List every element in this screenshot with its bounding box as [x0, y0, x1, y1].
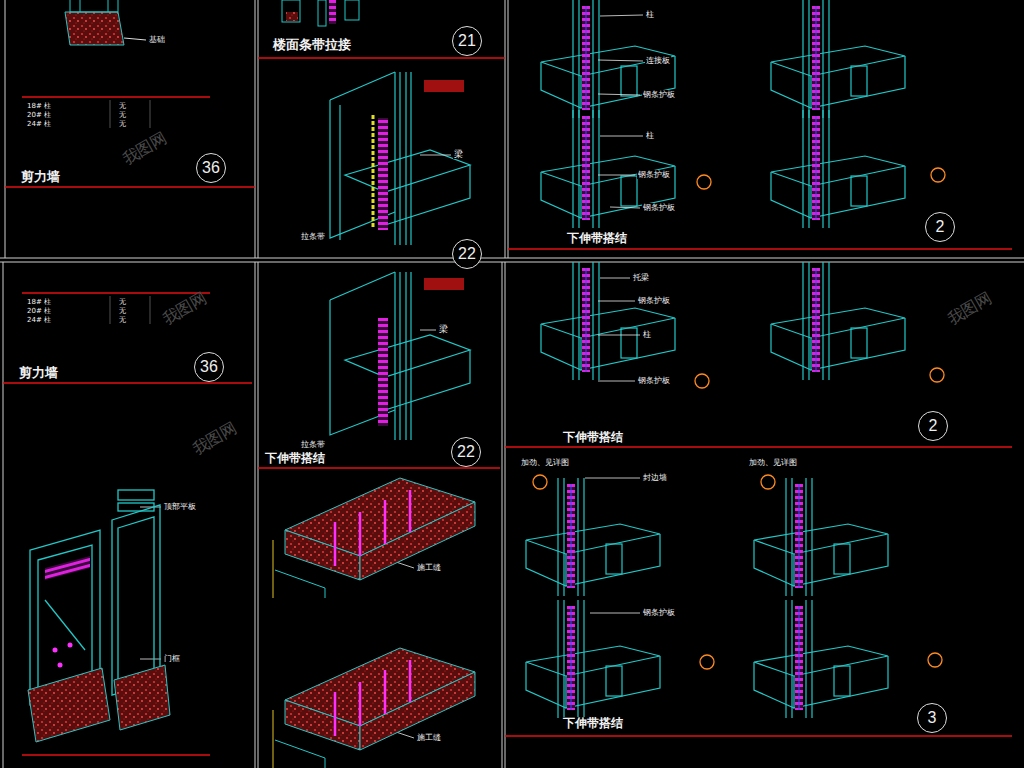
- callout-circle: 21: [452, 26, 482, 56]
- callout-number: 36: [200, 358, 218, 376]
- part-label: 基础: [148, 35, 166, 44]
- callout-circle: 2: [918, 411, 948, 441]
- part-label: 加劲、见详图: [748, 458, 798, 467]
- part-label: 托梁: [632, 273, 650, 282]
- callout-circle: 3: [917, 703, 947, 733]
- callout-circle: 36: [194, 352, 224, 382]
- watermark: 我图网: [189, 419, 241, 460]
- detail-title: 下伸带搭结: [562, 431, 624, 445]
- part-label: 钢条护板: [637, 170, 671, 179]
- callout-number: 2: [936, 218, 945, 236]
- part-label: 钢条护板: [637, 296, 671, 305]
- callout-number: 22: [458, 245, 476, 263]
- part-label: 连接板: [645, 56, 671, 65]
- table-cell: 无: [118, 111, 127, 119]
- part-label: 梁: [453, 149, 464, 159]
- watermark: 我图网: [159, 289, 211, 330]
- part-label: 钢条护板: [642, 90, 676, 99]
- detail-title: 下伸带搭结: [264, 452, 326, 466]
- part-label: 拉条带: [300, 232, 326, 241]
- part-label: 顶部平板: [163, 502, 197, 511]
- table-cell: 无: [118, 307, 127, 315]
- detail-title: 下伸带搭结: [562, 717, 624, 731]
- table-cell: 18# 柱: [26, 298, 52, 306]
- part-label: 柱: [642, 330, 652, 339]
- part-label: 柱: [645, 10, 655, 19]
- table-cell: 24# 柱: [26, 316, 52, 324]
- table-cell: 20# 柱: [26, 111, 52, 119]
- detail-title: 剪力墙: [20, 170, 61, 185]
- table-cell: 无: [118, 120, 127, 128]
- part-label: 梁: [438, 324, 449, 334]
- watermark: 我图网: [119, 129, 171, 170]
- table-cell: 24# 柱: [26, 120, 52, 128]
- part-label: 拉条带: [300, 440, 326, 449]
- part-label: 施工缝: [416, 733, 442, 742]
- callout-number: 2: [929, 417, 938, 435]
- table-cell: 无: [118, 316, 127, 324]
- watermark: 我图网: [944, 289, 996, 330]
- callout-circle: 22: [451, 437, 481, 467]
- part-label: 柱: [645, 131, 655, 140]
- detail-title: 楼面条带拉接: [272, 38, 352, 53]
- detail-title: 下伸带搭结: [566, 232, 628, 246]
- part-label: 钢条护板: [642, 608, 676, 617]
- callout-number: 36: [202, 159, 220, 177]
- callout-circle: 2: [925, 212, 955, 242]
- callout-circle: 36: [196, 153, 226, 183]
- detail-title: 剪力墙: [18, 366, 59, 381]
- part-label: 门框: [163, 654, 181, 663]
- callout-circle: 22: [452, 239, 482, 269]
- table-cell: 18# 柱: [26, 102, 52, 110]
- part-label: 钢条护板: [642, 203, 676, 212]
- callout-number: 21: [458, 32, 476, 50]
- part-label: 封边墙: [642, 473, 668, 482]
- table-cell: 20# 柱: [26, 307, 52, 315]
- part-label: 加劲、见详图: [520, 458, 570, 467]
- callout-number: 22: [457, 443, 475, 461]
- part-label: 钢条护板: [637, 376, 671, 385]
- table-cell: 无: [118, 298, 127, 306]
- table-cell: 无: [118, 102, 127, 110]
- callout-number: 3: [928, 709, 937, 727]
- part-label: 施工缝: [416, 563, 442, 572]
